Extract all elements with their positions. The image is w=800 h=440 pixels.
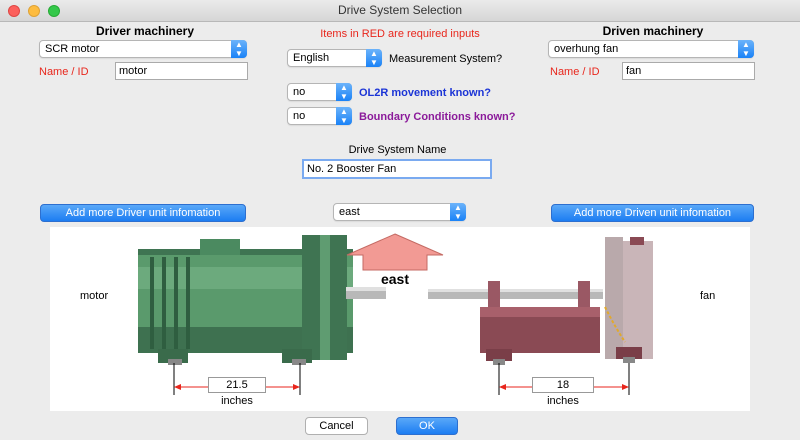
driven-name-label: Name / ID [550, 66, 600, 78]
driver-dimension-input[interactable]: 21.5 [208, 377, 266, 393]
window-title: Drive System Selection [337, 3, 463, 17]
add-driver-info-button[interactable]: Add more Driver unit infomation [40, 204, 246, 222]
add-driven-info-button[interactable]: Add more Driven unit infomation [551, 204, 754, 222]
zoom-window-icon[interactable] [48, 5, 60, 17]
fan-illustration [428, 237, 653, 365]
driven-canvas-label: fan [700, 290, 716, 302]
boundary-label: Boundary Conditions known? [359, 111, 516, 123]
ol2r-select[interactable]: no ▲▼ [287, 83, 352, 101]
driver-type-value: SCR motor [45, 43, 100, 55]
title-bar: Drive System Selection [0, 0, 800, 22]
ok-button[interactable]: OK [396, 417, 458, 435]
chevron-updown-icon: ▲▼ [231, 40, 247, 58]
direction-value: east [339, 206, 360, 218]
driver-dimension-unit: inches [221, 395, 253, 407]
direction-select[interactable]: east ▲▼ [333, 203, 466, 221]
driven-name-input[interactable]: fan [622, 62, 755, 80]
measurement-select[interactable]: English ▲▼ [287, 49, 382, 67]
system-name-input[interactable]: No. 2 Booster Fan [302, 159, 492, 179]
close-window-icon[interactable] [8, 5, 20, 17]
driver-canvas-label: motor [80, 290, 109, 302]
motor-illustration [138, 235, 386, 365]
cancel-button[interactable]: Cancel [305, 417, 368, 435]
drive-system-canvas: east motor fan 21.5 inches 18 inches [50, 227, 750, 411]
chevron-updown-icon: ▲▼ [366, 49, 382, 67]
boundary-value: no [293, 110, 306, 122]
driver-name-label: Name / ID [39, 66, 89, 78]
direction-label: east [380, 271, 410, 287]
driven-heading: Driven machinery [602, 24, 704, 38]
direction-arrow-icon [346, 233, 444, 271]
chevron-updown-icon: ▲▼ [738, 40, 754, 58]
driver-heading: Driver machinery [95, 24, 195, 38]
driven-dimension-input[interactable]: 18 [532, 377, 594, 393]
measurement-label: Measurement System? [389, 53, 503, 65]
drive-system-illustration [138, 233, 653, 395]
boundary-select[interactable]: no ▲▼ [287, 107, 352, 125]
chevron-updown-icon: ▲▼ [450, 203, 466, 221]
ol2r-value: no [293, 86, 306, 98]
required-note: Items in RED are required inputs [320, 28, 480, 40]
chevron-updown-icon: ▲▼ [336, 107, 352, 125]
ol2r-label: OL2R movement known? [359, 87, 492, 99]
driven-type-select[interactable]: overhung fan ▲▼ [548, 40, 754, 58]
driver-name-input[interactable]: motor [115, 62, 248, 80]
driver-type-select[interactable]: SCR motor ▲▼ [39, 40, 247, 58]
measurement-value: English [293, 52, 330, 64]
driven-type-value: overhung fan [554, 43, 619, 55]
system-name-label: Drive System Name [348, 144, 447, 156]
minimize-window-icon[interactable] [28, 5, 40, 17]
driven-dimension-unit: inches [547, 395, 579, 407]
chevron-updown-icon: ▲▼ [336, 83, 352, 101]
